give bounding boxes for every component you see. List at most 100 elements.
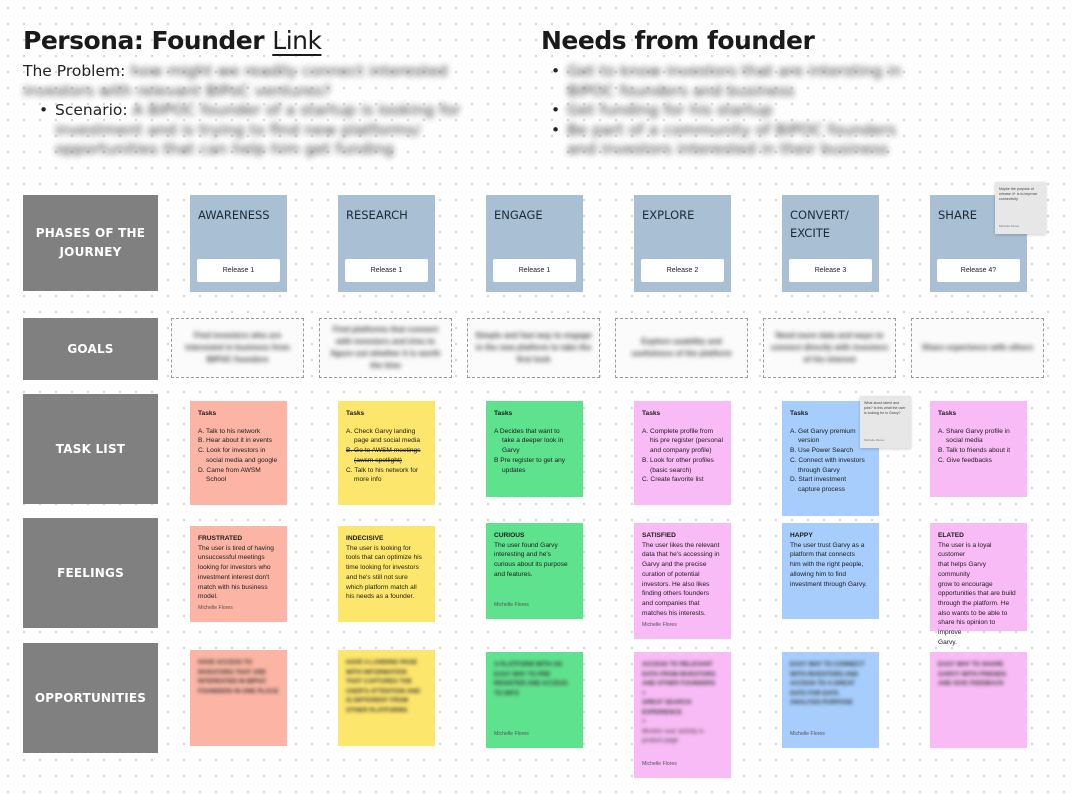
task-line: B. Talk to friends about it [938,447,1011,455]
phase-engage[interactable]: ENGAGE Release 1 [486,195,583,292]
goal-text: Simple and fast way to engage in the new… [475,331,592,364]
needs-title: Needs from founder [541,26,815,55]
feeling-line: grow to encourage [938,580,993,588]
opportunity-line: ANALYSIS PURPOSE [790,699,853,706]
opportunity-line: HAVE A LANDING PAGE [346,659,418,666]
comment-note-convert[interactable]: What about talent and jobs? Is this what… [860,396,911,448]
problem-text-2: investors with relevant BIPoC ventures? [23,81,332,100]
opportunity-line: OTHER PLATFORMS [346,706,408,714]
phase-research[interactable]: RESEARCH Release 1 [338,195,435,292]
task-line: updates [502,466,526,474]
task-sticky-share[interactable]: Tasks A. Share Garvy profile in social m… [930,401,1027,497]
need-item: Get to know investors that are interstin… [545,62,905,101]
opportunity-sticky-research[interactable]: HAVE A LANDING PAGE WITH INFORMATION THA… [338,650,435,746]
phase-explore[interactable]: EXPLORE Release 2 [634,195,731,292]
opportunity-line: EASY WAY TO SHARE [938,661,1004,668]
goal-share[interactable]: Share experience with others [911,318,1044,378]
feeling-line: Garvy. [938,638,957,646]
task-sticky-explore[interactable]: Tasks A. Complete profile from his pre r… [634,401,731,505]
opportunity-line: EXPERIENCE [642,708,682,716]
row-label-feelings: FEELINGS [23,518,158,628]
goal-convert[interactable]: Need more data and ways to connect direc… [763,318,896,378]
opportunity-sticky-awareness[interactable]: HAVE ACCESS TO INVESTORS THAT ARE INTERE… [190,650,287,746]
task-line-struck: (awsm spotlight) [354,456,403,464]
goal-text: Explore usability and usefulness of the … [631,337,732,358]
goal-engage[interactable]: Simple and fast way to engage in the new… [467,318,600,378]
goal-explore[interactable]: Explore usability and usefulness of the … [615,318,748,378]
feeling-line: share his opinion to improve [938,619,996,637]
task-line: A. Share Garvy profile in [938,427,1010,435]
feeling-sticky-research[interactable]: INDECISIVE The user is looking for tools… [338,526,435,622]
feeling-line: that helps Garvy community [938,561,987,578]
goal-text: Find platforms that connect with investo… [330,325,441,370]
opportunity-sticky-share[interactable]: EASY WAY TO SHARE GARVY WITH FRIENDS AND… [930,652,1027,748]
feeling-line: unsuccessful meetings [198,554,265,562]
feeling-line: him with the right people, [790,561,864,569]
comment-text: What about talent and jobs? Is this what… [864,401,906,415]
opportunity-line: WITH INVESTORS AND [790,670,859,678]
feeling-line: Garvy and the precise [642,561,707,569]
comment-note-share[interactable]: Maybe the purpose of release 4+ is to im… [995,182,1046,234]
feeling-line: The user likes the relevant [642,541,720,549]
feeling-line: match with his business [198,583,268,591]
task-line-struck: B. Go to AWSM meetings [346,447,421,455]
opportunity-line: INVESTORS THAT ARE [198,668,266,676]
phase-awareness[interactable]: AWARENESS Release 1 [190,195,287,292]
task-line: A. Talk to his network [198,427,261,435]
sticky-author: Michelle Flores [494,602,529,609]
feeling-line: The user is a loyal customer [938,541,992,559]
feeling-line: matches his interests. [642,609,706,617]
task-line: (basic search) [650,466,692,474]
goal-awareness[interactable]: Find investors who are interested in bus… [171,318,304,378]
feeling-sticky-engage[interactable]: CURIOUS The user found Garvy interesting… [486,523,583,619]
phase-convert-excite[interactable]: CONVERT/ EXCITE Release 3 [782,195,879,292]
phase-name: EXPLORE [642,208,695,222]
opportunity-line: DATA FROM INVESTORS [642,670,716,678]
opportunity-line: EASY WAY TO CONNECT [790,661,865,668]
release-tag[interactable]: Release 4? [937,259,1020,282]
opportunity-sticky-convert[interactable]: EASY WAY TO CONNECT WITH INVESTORS AND A… [782,652,879,748]
release-tag[interactable]: Release 1 [493,259,576,282]
opportunity-sticky-explore[interactable]: ACCESS TO RELEVANT DATA FROM INVESTORS A… [634,652,731,778]
task-line: and company profile) [650,447,712,455]
persona-link[interactable]: Link [272,26,322,55]
row-label-opportunities: OPPORTUNITIES [23,643,158,753]
row-label-phases: PHASES OF THE JOURNEY [23,195,158,291]
task-sticky-awareness[interactable]: Tasks A. Talk to his network B. Hear abo… [190,401,287,505]
task-line: through Garvy [798,466,840,474]
opportunity-line: + [642,718,646,725]
feeling-sticky-explore[interactable]: SATISFIED The user likes the relevant da… [634,523,731,639]
release-tag[interactable]: Release 3 [789,259,872,282]
task-line: B. Look for other profiles [642,456,714,464]
feeling-line: his needs as a founder. [346,593,415,601]
goal-text: Need more data and ways to connect direc… [770,331,889,364]
need-item: Be part of a community of BIPOC founders… [545,121,905,160]
opportunity-line: EASY WAY TO PRE [494,670,551,678]
task-line: version [798,437,820,445]
need-line: Be part of a community of BIPOC founders [567,120,897,139]
feeling-line: through the platform. He [938,599,1010,607]
feeling-sticky-awareness[interactable]: FRUSTRATED The user is tired of having u… [190,526,287,622]
feeling-label: FRUSTRATED [198,535,243,542]
release-tag[interactable]: Release 1 [197,259,280,282]
release-tag[interactable]: Release 1 [345,259,428,282]
opportunity-line: GREAT SEARCH [642,699,692,706]
feeling-sticky-convert[interactable]: HAPPY The user trust Garvy as a platform… [782,523,879,619]
feeling-line: interesting and he's [494,551,551,559]
task-line: C. Give feedbacks [938,456,992,464]
goal-text: Share experience with others [921,343,1034,352]
sticky-author: Michelle Flores [494,731,529,738]
task-sticky-research[interactable]: Tasks A. Check Garvy landing page and so… [338,401,435,505]
release-tag[interactable]: Release 2 [641,259,724,282]
feeling-line: tools that can optimize his [346,554,422,562]
sticky-title: Tasks [642,410,661,417]
task-sticky-engage[interactable]: Tasks A Decides that want to take a deep… [486,401,583,497]
feeling-sticky-share[interactable]: ELATED The user is a loyal customer that… [930,523,1027,646]
opportunity-sticky-engage[interactable]: A PLATFORM WITH AN EASY WAY TO PRE REGIS… [486,652,583,748]
feeling-line: also wants to be able to [938,609,1008,617]
task-line: social media and google [206,456,278,464]
goal-research[interactable]: Find platforms that connect with investo… [319,318,452,378]
opportunity-line: TO INFO [494,689,519,697]
feeling-line: The user found Garvy [494,541,558,549]
opportunity-line: AND GIVE FEEDBACK [938,680,1005,687]
